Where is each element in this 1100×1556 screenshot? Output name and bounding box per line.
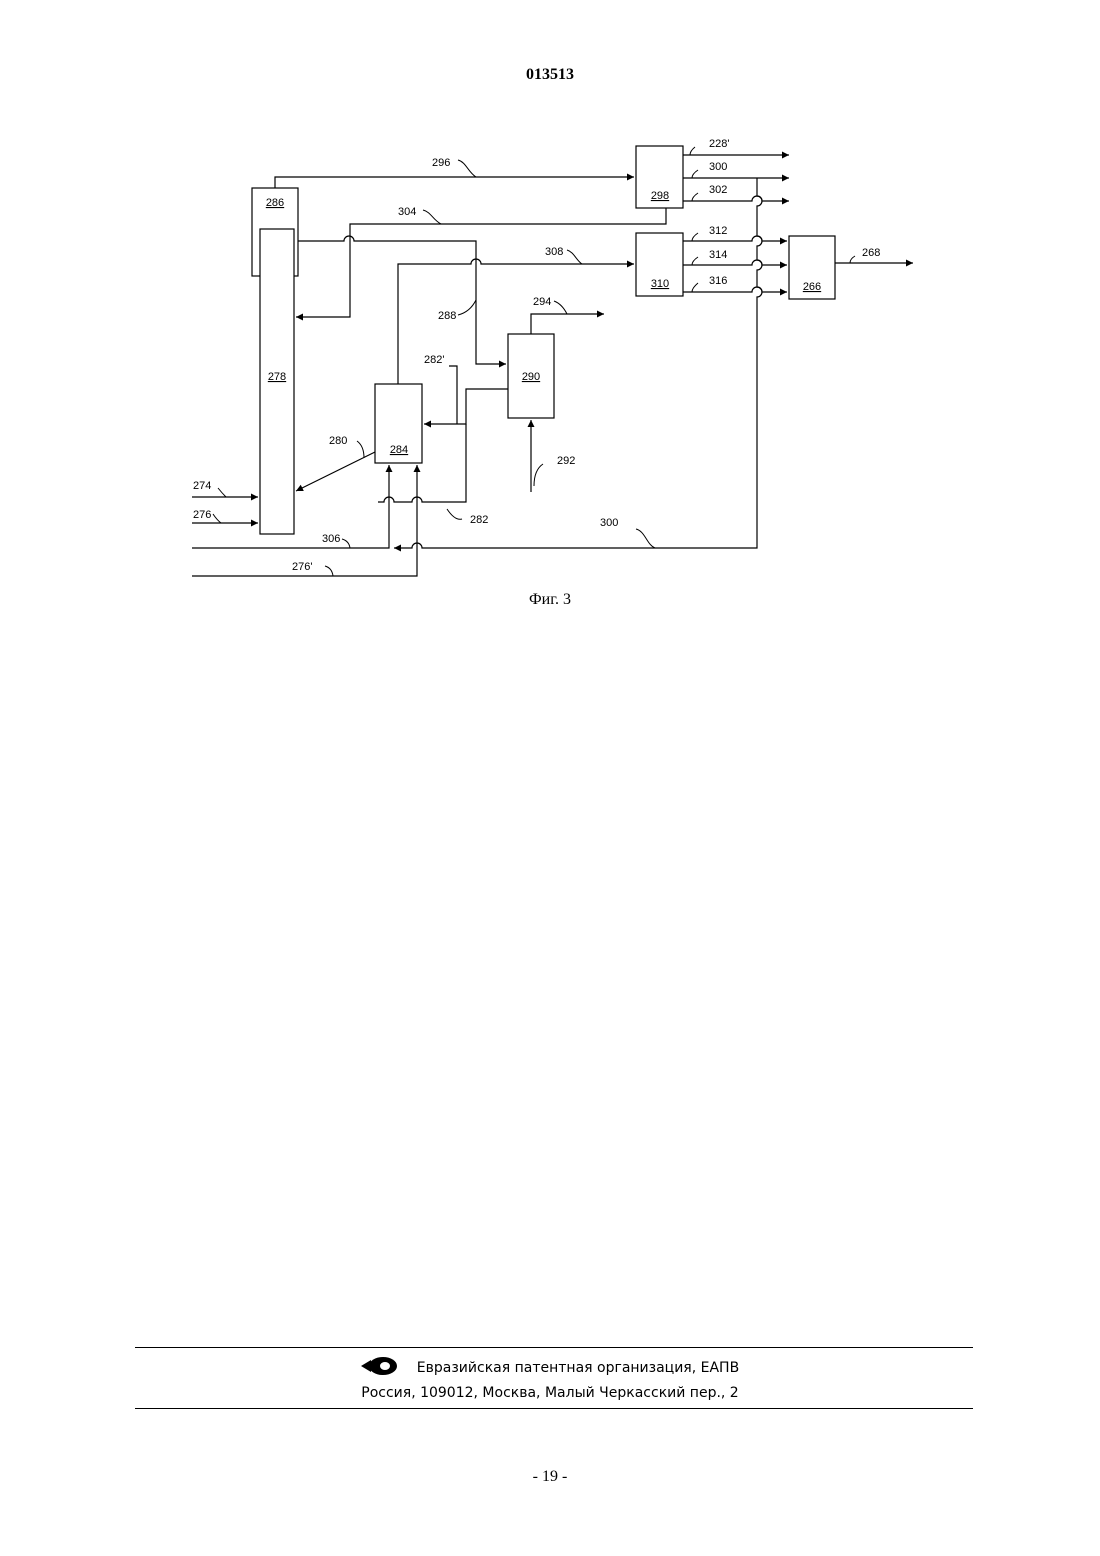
figure-caption: Фиг. 3: [0, 591, 1100, 609]
footer-address: Россия, 109012, Москва, Малый Черкасский…: [0, 1385, 1100, 1401]
stream-300-label: 300: [709, 161, 727, 173]
stream-302-label: 302: [709, 184, 727, 196]
stream-292-label: 292: [557, 455, 575, 467]
leader-lines: [213, 147, 855, 576]
stream-296-label: 296: [432, 157, 450, 169]
stream-308-label: 308: [545, 246, 563, 258]
stream-280-label: 280: [329, 435, 347, 447]
footer-organization-text: Евразийская патентная организация, ЕАПВ: [417, 1360, 739, 1376]
block-266-label: 266: [803, 281, 821, 293]
stream-228p-label: 228': [709, 138, 729, 150]
page-number: - 19 -: [0, 1468, 1100, 1486]
stream-302-line: [683, 196, 789, 201]
block-298-label: 298: [651, 190, 669, 202]
block-286-label: 286: [266, 197, 284, 209]
stream-316-label: 316: [709, 275, 727, 287]
stream-296-line: [275, 177, 634, 188]
stream-282p-line: [449, 366, 457, 424]
stream-276p-line: [192, 465, 417, 576]
stream-288-line: [298, 236, 506, 364]
stream-300-return-label: 300: [600, 517, 618, 529]
footer-bottom-divider: [135, 1408, 973, 1409]
stream-312-line: [683, 236, 787, 241]
stream-282-label: 282: [470, 514, 488, 526]
block-284-label: 284: [390, 444, 408, 456]
stream-276p-label: 276': [292, 561, 312, 573]
stream-294-line: [531, 314, 604, 334]
stream-294-label: 294: [533, 296, 551, 308]
block-290-label: 290: [522, 371, 540, 383]
stream-316-line: [683, 287, 787, 292]
stream-274-label: 274: [193, 480, 211, 492]
block-310-label: 310: [651, 278, 669, 290]
stream-282p-label: 282': [424, 354, 444, 366]
stream-314-line: [683, 260, 787, 265]
block-278-label: 278: [268, 371, 286, 383]
stream-268-label: 268: [862, 247, 880, 259]
stream-276-label: 276: [193, 509, 211, 521]
footer-top-divider: [135, 1347, 973, 1348]
stream-306-label: 306: [322, 533, 340, 545]
stream-312-label: 312: [709, 225, 727, 237]
stream-300-return-line: [394, 178, 762, 548]
stream-288-label: 288: [438, 310, 456, 322]
stream-304-label: 304: [398, 206, 416, 218]
stream-290-to-284-line: [424, 389, 508, 424]
eapo-logo-icon: [361, 1356, 399, 1380]
footer-organization: Евразийская патентная организация, ЕАПВ: [0, 1356, 1100, 1380]
stream-314-label: 314: [709, 249, 727, 261]
process-flow-diagram: 286 278 298 310 266 290 284 296 304 308 …: [0, 0, 1100, 620]
stream-280-line: [296, 452, 375, 491]
